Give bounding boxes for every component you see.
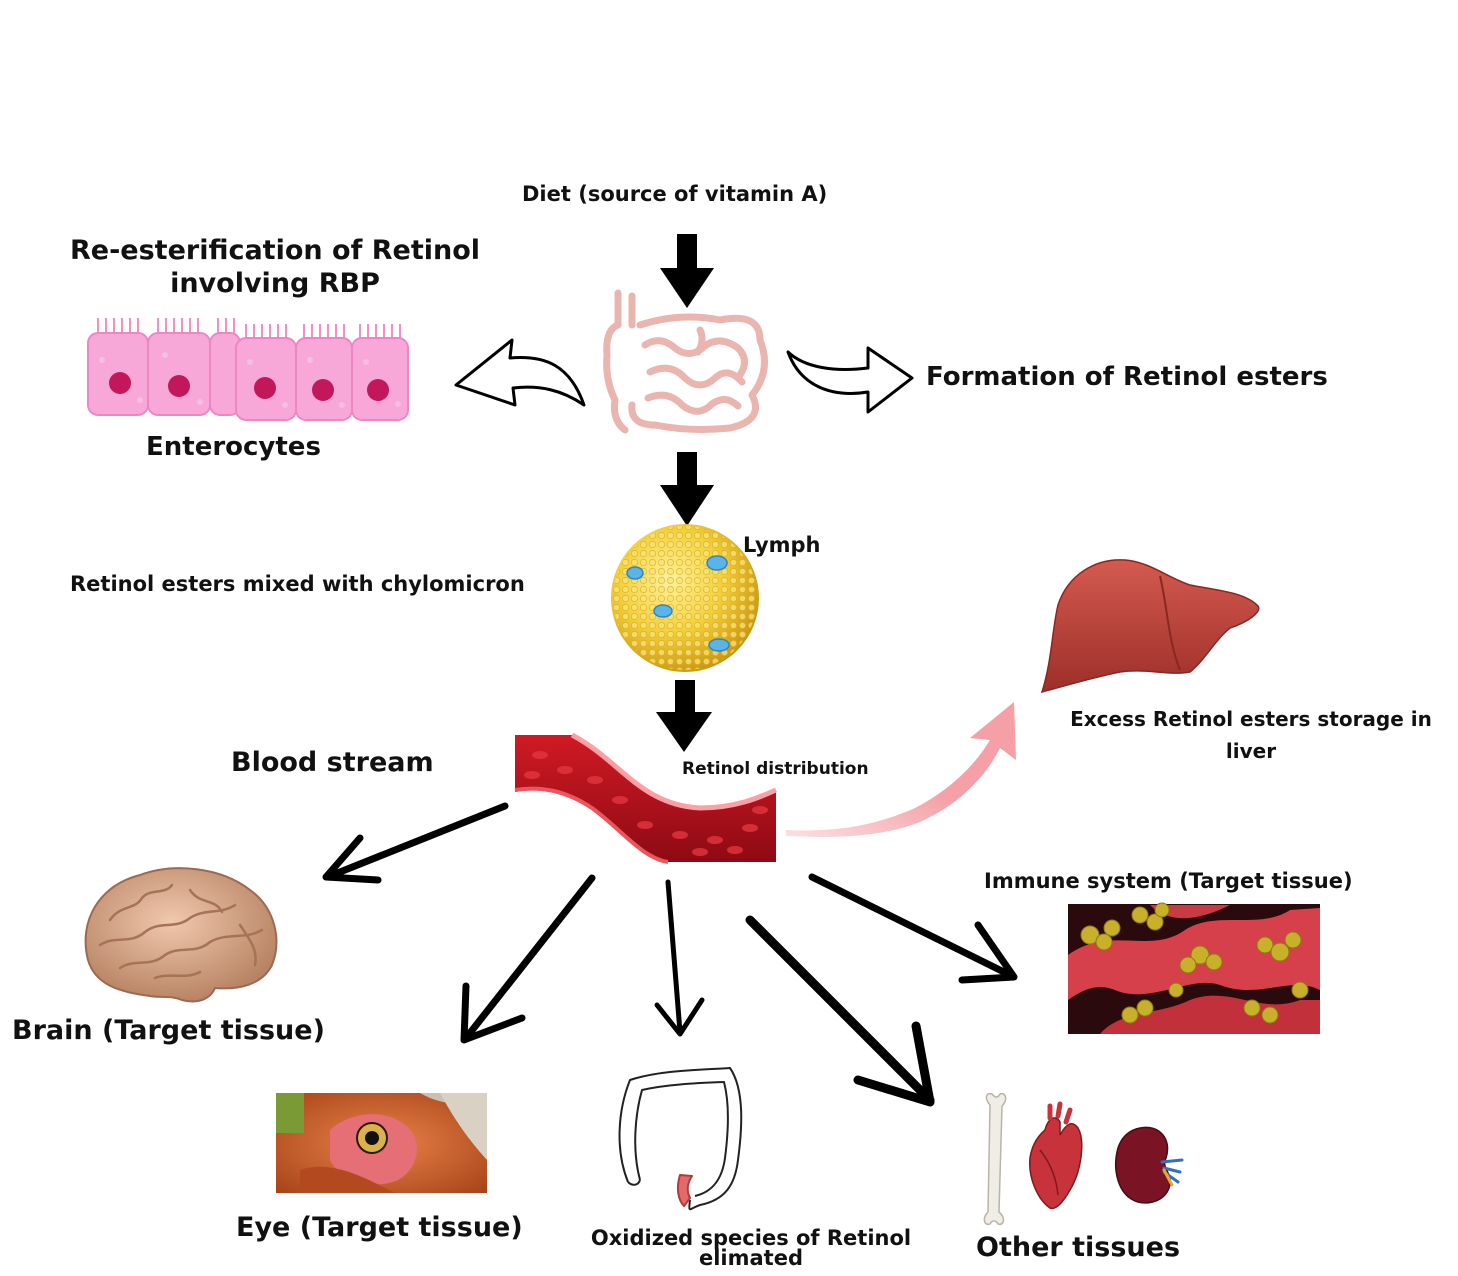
eye-icon: [276, 1093, 487, 1193]
arrow-to-colon: [654, 879, 705, 1037]
liver-storage-line-1: Excess Retinol esters storage in: [1070, 707, 1432, 731]
oxidized-line-2: elimated: [698, 1246, 803, 1270]
enterocyte-cell: [87, 318, 149, 416]
colon-icon: [618, 1067, 743, 1211]
chylomicron-icon: [611, 524, 759, 672]
lymph-label: Lymph: [743, 533, 821, 557]
liver-storage-line-2: liver: [1225, 739, 1277, 763]
arrow-lymph-to-blood: [656, 680, 712, 752]
liver-storage-label: Excess Retinol esters storage in liver: [1046, 703, 1456, 767]
blood-vessel-icon: [514, 732, 778, 864]
oxidized-line-1: Oxidized species of Retinol: [590, 1226, 912, 1250]
enterocytes-label: Enterocytes: [146, 432, 321, 462]
brain-label: Brain (Target tissue): [12, 1015, 325, 1046]
reesterification-line-2: involving RBP: [170, 268, 380, 299]
reesterification-line-1: Re-esterification of Retinol: [69, 235, 481, 266]
diet-label: Diet (source of vitamin A): [522, 182, 828, 206]
immune-label: Immune system (Target tissue): [984, 869, 1353, 893]
eye-label: Eye (Target tissue): [236, 1212, 523, 1243]
enterocyte-cell: [235, 324, 297, 421]
arrow-to-eye: [460, 874, 596, 1044]
enterocytes-icon: [87, 318, 409, 421]
arrow-to-liver: [786, 702, 1016, 837]
enterocyte-cell: [351, 324, 409, 421]
arrow-to-other-tissues: [745, 915, 935, 1107]
chylomicron-label: Retinol esters mixed with chylomicron: [70, 572, 525, 596]
immune-cells-icon: [1068, 902, 1320, 1034]
brain-icon: [84, 867, 278, 1003]
oxidized-label: Oxidized species of Retinol elimated: [576, 1226, 926, 1270]
reesterification-label: Re-esterification of Retinol involving R…: [40, 234, 510, 300]
intestine-icon: [603, 289, 768, 434]
blood-stream-label: Blood stream: [231, 747, 434, 778]
arrow-diet-to-intestine: [660, 234, 714, 308]
arrow-to-immune: [808, 873, 1018, 984]
arrow-to-retinol-esters: [786, 346, 914, 414]
arrow-intestine-to-lymph: [660, 452, 714, 526]
liver-icon: [1040, 559, 1260, 694]
arrow-to-enterocytes: [454, 338, 586, 407]
kidney-icon: [1115, 1126, 1184, 1204]
formation-label: Formation of Retinol esters: [926, 362, 1328, 392]
heart-icon: [1029, 1101, 1083, 1210]
other-tissues-label: Other tissues: [976, 1232, 1181, 1263]
arrow-to-brain: [322, 802, 509, 884]
retinol-distribution-label: Retinol distribution: [682, 759, 869, 779]
bone-icon: [983, 1092, 1007, 1226]
